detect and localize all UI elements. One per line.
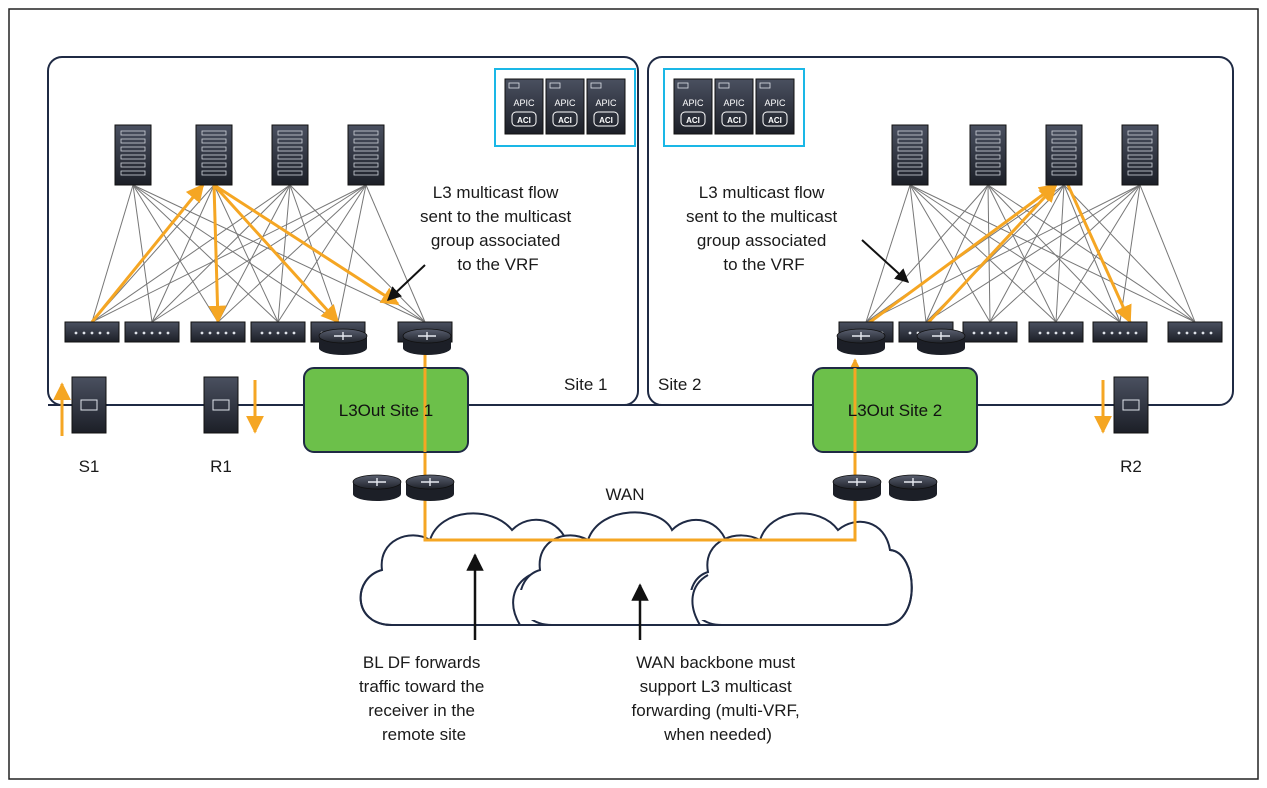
site1-apic-cluster: APIC ACI APIC ACI APIC ACI	[494, 68, 636, 147]
apic-controller-icon: APIC ACI	[504, 78, 544, 135]
site2-annotation: L3 multicast flow sent to the multicast …	[686, 183, 842, 274]
site2-label: Site 2	[658, 375, 701, 394]
leaf-switch	[250, 321, 306, 343]
aci-badge: ACI	[768, 116, 782, 125]
apic-label: APIC	[682, 98, 704, 108]
l3out-site1-label: L3Out Site 1	[339, 401, 434, 420]
apic-controller-icon: APIC ACI	[586, 78, 626, 135]
spine-switch	[114, 124, 152, 186]
site2-annotation-arrow	[861, 239, 910, 283]
spine-switch	[969, 124, 1007, 186]
host-r2-label: R2	[1120, 457, 1142, 476]
aci-badge: ACI	[599, 116, 613, 125]
aci-badge: ACI	[686, 116, 700, 125]
leaf-switch	[124, 321, 180, 343]
host-s1-label: S1	[79, 457, 100, 476]
l3out-site1-box	[303, 367, 469, 453]
bl-df-caption: BL DF forwards traffic toward the receiv…	[359, 653, 489, 744]
host-server-icon	[1113, 376, 1149, 434]
outer-frame	[8, 8, 1259, 780]
router-icon	[832, 474, 882, 501]
aci-badge: ACI	[517, 116, 531, 125]
wan-label: WAN	[605, 485, 644, 504]
apic-label: APIC	[764, 98, 786, 108]
backbone-caption: WAN backbone must support L3 multicast f…	[632, 653, 805, 744]
host-r1-label: R1	[210, 457, 232, 476]
apic-label: APIC	[595, 98, 617, 108]
site1-annotation-arrow	[386, 264, 426, 301]
spine-switch	[347, 124, 385, 186]
leaf-switch	[1092, 321, 1148, 343]
spine-switch	[891, 124, 929, 186]
site1-multicast-flows	[90, 183, 400, 324]
router-icon	[318, 328, 368, 355]
site1-annotation: L3 multicast flow sent to the multicast …	[420, 183, 576, 274]
l3out-site2-label: L3Out Site 2	[848, 401, 943, 420]
aci-badge: ACI	[558, 116, 572, 125]
apic-controller-icon: APIC ACI	[673, 78, 713, 135]
spine-switch	[195, 124, 233, 186]
site2-apic-cluster: APIC ACI APIC ACI APIC ACI	[663, 68, 805, 147]
router-icon	[352, 474, 402, 501]
host-server-icon	[71, 376, 107, 434]
router-icon	[402, 328, 452, 355]
spine-switch	[1045, 124, 1083, 186]
router-icon	[836, 328, 886, 355]
apic-label: APIC	[513, 98, 535, 108]
site1-spine-leaf-mesh	[91, 184, 426, 323]
leaf-switch	[1028, 321, 1084, 343]
apic-controller-icon: APIC ACI	[714, 78, 754, 135]
routers	[318, 328, 966, 501]
site1-label: Site 1	[564, 375, 607, 394]
router-icon	[916, 328, 966, 355]
leaf-switch	[190, 321, 246, 343]
aci-badge: ACI	[727, 116, 741, 125]
host-server-icon	[203, 376, 239, 434]
leaf-switches	[64, 321, 1223, 343]
spine-switch	[1121, 124, 1159, 186]
spine-switch	[271, 124, 309, 186]
apic-controller-icon: APIC ACI	[755, 78, 795, 135]
site2-multicast-flows	[865, 183, 1132, 327]
leaf-switch	[962, 321, 1018, 343]
apic-label: APIC	[554, 98, 576, 108]
router-icon	[888, 474, 938, 501]
leaf-switch	[64, 321, 120, 343]
hosts	[71, 376, 1149, 434]
leaf-switch	[1167, 321, 1223, 343]
apic-label: APIC	[723, 98, 745, 108]
router-icon	[405, 474, 455, 501]
apic-controller-icon: APIC ACI	[545, 78, 585, 135]
spine-switches	[114, 124, 1159, 186]
